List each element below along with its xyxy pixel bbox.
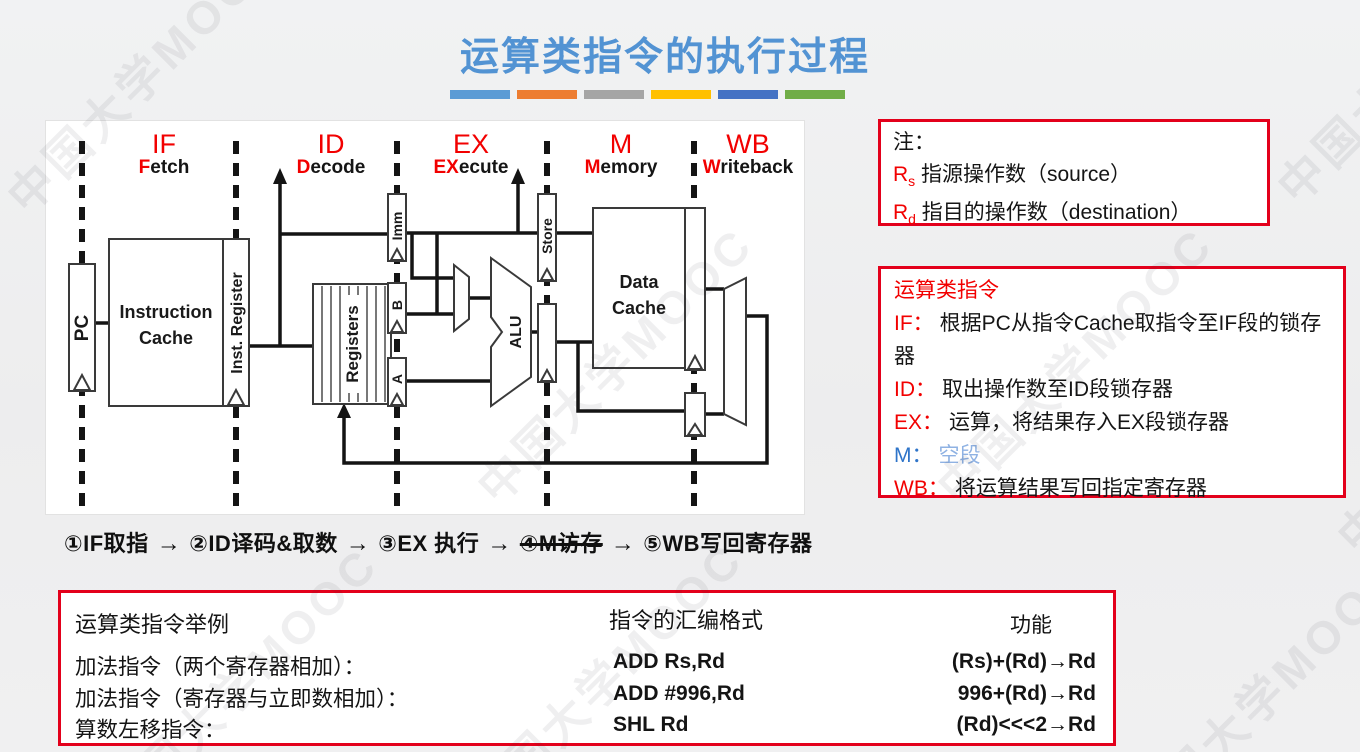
inst-register-label: Inst. Register (229, 272, 246, 373)
table-header-asm: 指令的汇编格式 (608, 608, 763, 633)
table-row-func: (Rd)<<<2→Rd (956, 713, 1096, 736)
alu-label: ALU (508, 316, 525, 349)
page-title: 运算类指令的执行过程 (459, 36, 870, 79)
accent-bar (517, 90, 577, 99)
store-clock-triangle (539, 266, 555, 281)
sequence-step: ②ID译码&取数 (189, 531, 338, 556)
stage-label-m: M Memory (561, 131, 681, 179)
wb-small-clock-triangle (686, 422, 704, 436)
sequence-step: ③EX 执行 (378, 531, 480, 556)
a-label: A (389, 374, 405, 384)
accent-bar (450, 90, 510, 99)
accent-bar (584, 90, 644, 99)
imm-clock-triangle (389, 246, 405, 261)
imm-label: Imm (389, 212, 405, 241)
wire-arrowheads (273, 168, 525, 418)
table-row-asm: ADD #996,Rd (613, 682, 745, 705)
stage-word: Memory (584, 157, 658, 178)
arrow-glyph: → (156, 530, 182, 557)
stage-abbr: EX (452, 129, 490, 159)
desc-item-ex: EX：运算，将结果存入EX段锁存器 (894, 411, 1230, 434)
table-row-name: 加法指令（两个寄存器相加）： (75, 655, 366, 679)
table-row-asm: ADD Rs,Rd (613, 650, 726, 673)
sequence-step: ①IF取指 (64, 531, 149, 556)
sequence-step: ⑤WB写回寄存器 (643, 531, 813, 556)
store-label: Store (539, 218, 555, 254)
table-row-name: 加法指令（寄存器与立即数相加）： (75, 687, 409, 711)
desc-title: 运算类指令 (894, 279, 999, 302)
a-clock-triangle (389, 391, 405, 406)
desc-item-if: IF：根据PC从指令Cache取指令至IF段的锁存器 (894, 312, 1322, 368)
accent-bar (651, 90, 711, 99)
arrow-glyph: → (345, 530, 371, 557)
ops-description-box: 运算类指令 IF：根据PC从指令Cache取指令至IF段的锁存器 ID：取出操作… (878, 266, 1346, 500)
id-up-arrow (273, 168, 287, 184)
stage-label-if: IF Fetch (104, 131, 224, 179)
ex-up-arrow (511, 168, 525, 184)
registers-label: Registers (343, 305, 362, 382)
b-clock-triangle (389, 318, 405, 333)
b-label: B (389, 300, 405, 310)
inst-register-clock-triangle (226, 387, 246, 406)
stage-label-id: ID Decode (271, 131, 391, 179)
alu-shape (490, 256, 532, 408)
pc-clock-triangle (72, 372, 92, 391)
writeback-mux (723, 276, 747, 427)
watermark: 中国大学MOOC (1117, 546, 1360, 752)
stage-label-wb: WB Writeback (688, 131, 808, 179)
table-row-name: 算数左移指令： (75, 718, 226, 742)
note-box: 注： Rs 指源操作数（source） Rd 指目的操作数（destinatio… (878, 119, 1270, 227)
stage-word: Writeback (702, 157, 794, 178)
table-row-asm: SHL Rd (613, 713, 689, 736)
alu-input-mux (453, 262, 470, 334)
accent-bar (785, 90, 845, 99)
pipeline-diagram: PC Instruction Cache Inst. Register Regi… (68, 141, 769, 513)
pipeline-diagram-panel: PC Instruction Cache Inst. Register Regi… (45, 120, 805, 515)
ex-m-clock-triangle (539, 367, 555, 382)
note-heading: 注： (893, 131, 935, 154)
table-row-func: (Rs)+(Rd)→Rd (951, 650, 1096, 673)
data-cache-box (592, 207, 686, 369)
stage-word: EXecute (433, 157, 509, 178)
instruction-cache-label-2: Cache (139, 328, 193, 348)
desc-item-id: ID：取出操作数至ID段锁存器 (894, 378, 1173, 401)
pipeline-sequence: ①IF取指 → ②ID译码&取数 → ③EX 执行 → ④M访存 → ⑤WB写回寄存器 (64, 526, 813, 558)
stage-abbr: IF (152, 129, 176, 159)
sequence-step-struck: ④M访存 (519, 531, 603, 556)
m-wb-latch (684, 207, 706, 371)
desc-item-wb: WB：将运算结果写回指定寄存器 (894, 477, 1207, 500)
note-rs-line: Rs 指源操作数（source） (893, 163, 1132, 190)
instruction-cache-box (108, 238, 224, 407)
pc-latch (68, 263, 96, 392)
arrow-glyph: → (610, 530, 636, 557)
pc-label: PC (72, 315, 93, 342)
stage-word: Decode (296, 157, 366, 178)
stage-label-ex: EX EXecute (411, 131, 531, 179)
table-row-func: 996+(Rd)→Rd (957, 682, 1096, 705)
instruction-cache-label-1: Instruction (120, 302, 213, 322)
accent-bar (718, 90, 778, 99)
writeback-arrow (337, 403, 351, 418)
data-cache-label-2: Cache (612, 298, 666, 318)
accent-bars (450, 90, 852, 99)
note-rd-line: Rd 指目的操作数（destination） (893, 201, 1192, 228)
examples-table: 运算类指令举例 指令的汇编格式 功能 加法指令（两个寄存器相加）： ADD Rs… (58, 590, 1116, 746)
stage-abbr: M (609, 129, 633, 159)
m-wb-clock-triangle (686, 353, 704, 370)
stage-abbr: WB (726, 129, 770, 159)
table-header-examples: 运算类指令举例 (75, 612, 230, 637)
stage-word: Fetch (138, 157, 190, 178)
table-header-function: 功能 (1010, 613, 1052, 637)
desc-item-m: M：空段 (894, 444, 981, 467)
stage-abbr: ID (317, 129, 345, 159)
arrow-glyph: → (487, 530, 512, 557)
data-cache-label-1: Data (619, 272, 659, 292)
datapath-wires (95, 183, 769, 465)
